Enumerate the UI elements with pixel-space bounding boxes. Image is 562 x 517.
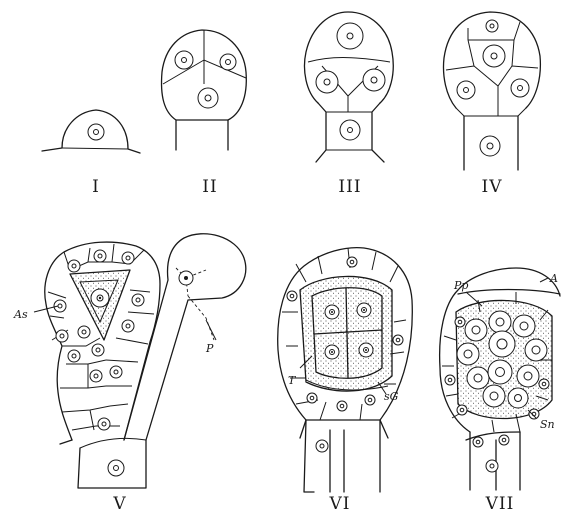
stage-label-6: VI bbox=[329, 494, 351, 514]
stage-label-7: VII bbox=[485, 494, 515, 514]
label-sn: Sn bbox=[540, 418, 555, 431]
label-pp: Pp bbox=[453, 279, 468, 292]
label-t: T bbox=[288, 374, 297, 387]
stage-label-3: III bbox=[338, 177, 361, 197]
stage-7-drawing bbox=[440, 268, 560, 490]
stage-label-4: IV bbox=[482, 177, 503, 197]
label-sg: sG bbox=[384, 390, 399, 403]
stage-label-1: I bbox=[92, 177, 100, 197]
stage-5-drawing bbox=[45, 234, 246, 488]
stage-label-5: V bbox=[112, 494, 126, 514]
label-as: As bbox=[13, 308, 28, 321]
stage-1-drawing bbox=[42, 110, 140, 153]
label-p: P bbox=[205, 342, 214, 355]
stage-6-drawing bbox=[278, 248, 413, 492]
label-a: A bbox=[549, 272, 558, 285]
stage-3-drawing bbox=[305, 12, 394, 162]
stage-4-drawing bbox=[444, 12, 541, 170]
stage-2-drawing bbox=[162, 30, 247, 150]
stage-label-2: II bbox=[202, 177, 217, 197]
